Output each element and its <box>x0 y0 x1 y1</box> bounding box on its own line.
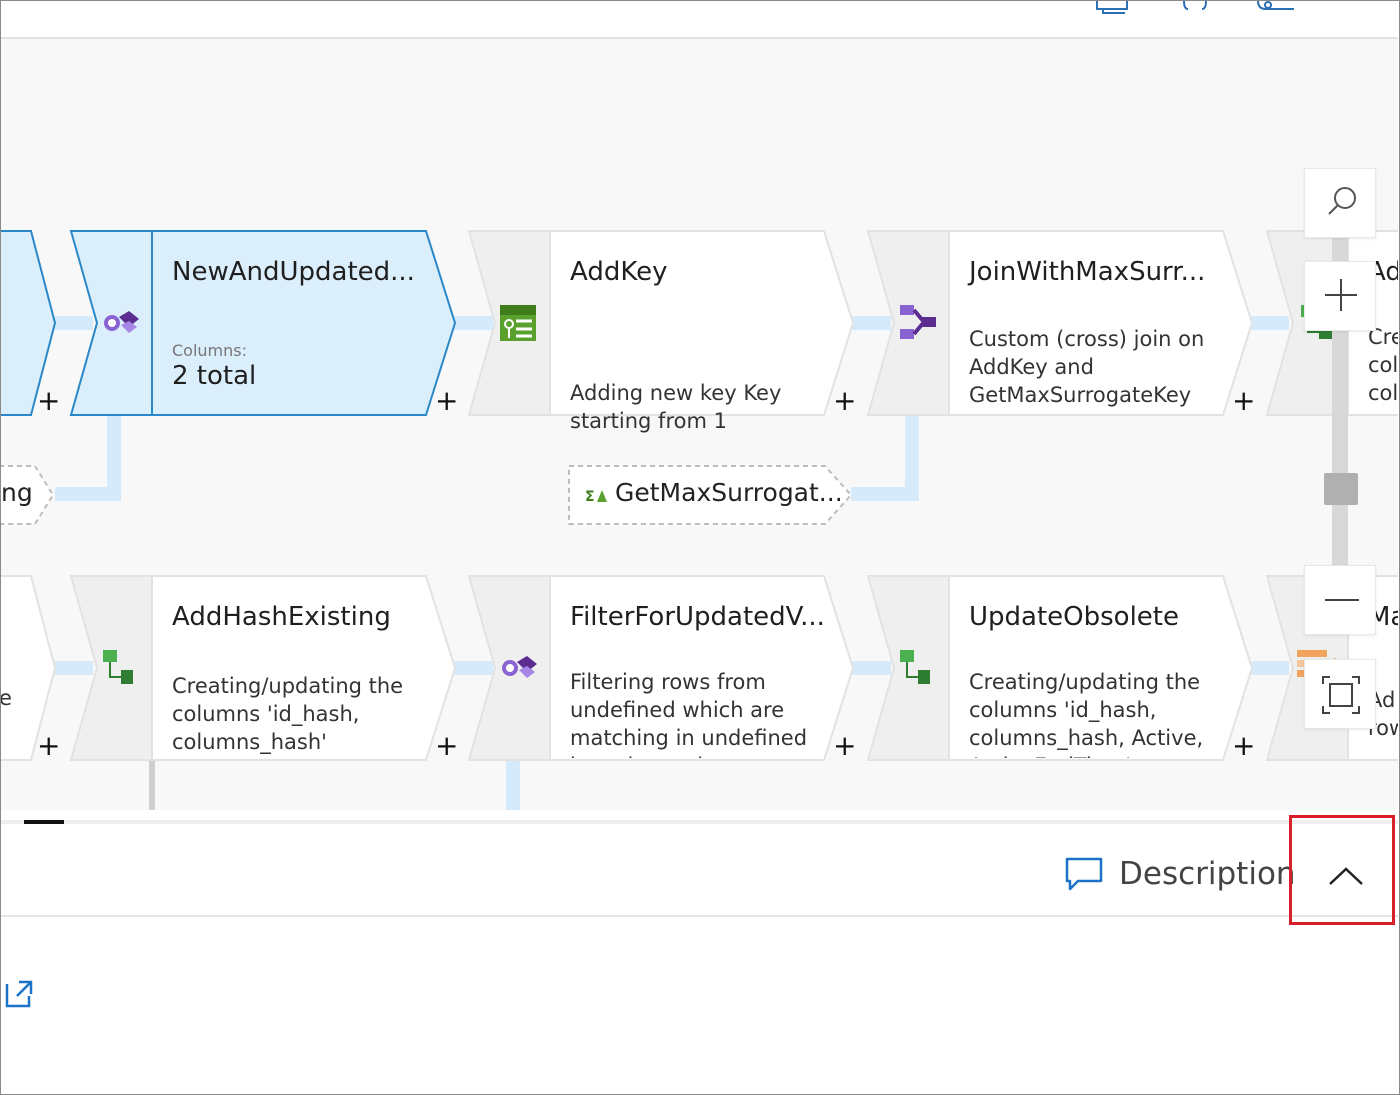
partial-node-left-r1[interactable]: + <box>1 230 61 417</box>
toolbar-icon-1[interactable] <box>1095 1 1129 15</box>
search-icon <box>1328 187 1356 215</box>
link-branch-left-v <box>107 415 121 501</box>
node-add-hash-existing[interactable]: AddHashExisting Creating/updating the co… <box>69 575 461 762</box>
add-step-plus[interactable]: + <box>833 384 857 417</box>
add-step-plus[interactable]: + <box>435 384 459 417</box>
node-description: Custom (cross) join on AddKey and GetMax… <box>969 327 1205 407</box>
add-step-plus[interactable]: + <box>435 729 459 762</box>
node-add-key[interactable]: AddKey Adding new key Key starting from … <box>467 230 859 433</box>
node-join-with-max-surr[interactable]: JoinWithMaxSurr... Custom (cross) join o… <box>866 230 1258 417</box>
filter-icon <box>104 311 139 333</box>
toolbar-icon-2[interactable] <box>1181 1 1209 13</box>
link-r1-b <box>453 316 493 330</box>
node-title: FilterForUpdatedV... <box>570 602 825 632</box>
add-step-plus[interactable]: + <box>37 384 61 417</box>
node-title: JoinWithMaxSurr... <box>969 257 1206 287</box>
link-r2-down <box>506 761 520 810</box>
node-new-and-updated[interactable]: NewAndUpdated... Columns: 2 total + <box>69 230 461 417</box>
fit-to-screen-button[interactable] <box>1304 659 1376 729</box>
toolbar-icon-3[interactable] <box>1256 1 1296 13</box>
node-title: UpdateObsolete <box>969 602 1179 632</box>
node-description: Cre col col M <box>1368 325 1398 405</box>
link-r2-d <box>1249 661 1289 675</box>
pill-label: GetMaxSurrogat... <box>615 478 843 507</box>
link-r1-c <box>851 316 891 330</box>
link-r2-c <box>851 661 891 675</box>
fit-to-screen-icon <box>1322 676 1360 714</box>
partial-source-pill-left[interactable]: ng <box>1 464 61 526</box>
bottom-panel <box>1 824 1398 1094</box>
zoom-slider-thumb[interactable] <box>1324 473 1358 505</box>
active-tab-indicator <box>24 820 64 824</box>
node-update-obsolete[interactable]: UpdateObsolete Creating/updating the col… <box>866 575 1258 762</box>
chevron-up-icon <box>1329 867 1363 885</box>
description-label: Description <box>1119 856 1296 892</box>
search-button[interactable] <box>1304 168 1376 238</box>
comment-icon <box>1065 857 1103 891</box>
columns-value: 2 total <box>172 361 257 391</box>
link-r2-gray-down <box>149 761 155 810</box>
bottom-panel-header-divider <box>1 915 1398 917</box>
link-r1-d <box>1249 316 1289 330</box>
top-toolbar <box>1 1 1398 39</box>
zoom-in-button[interactable] <box>1304 261 1376 331</box>
node-title: NewAndUpdated... <box>172 257 415 287</box>
pill-label: ng <box>1 478 33 507</box>
zoom-in-icon <box>1325 279 1357 311</box>
node-description: Creating/updating the columns 'id_hash, … <box>969 670 1204 758</box>
node-filter-for-updated[interactable]: FilterForUpdatedV... Filtering rows from… <box>467 575 859 762</box>
collapse-panel-button[interactable] <box>1289 815 1395 925</box>
link-branch-mid-h <box>851 487 919 501</box>
data-flow-canvas[interactable]: + NewAndUpdated... Columns: 2 total + Ad… <box>1 39 1398 810</box>
panel-divider[interactable] <box>1 820 1398 824</box>
svg-text:Σ: Σ <box>585 489 595 504</box>
aggregate-icon: Σ <box>585 489 607 504</box>
add-step-plus[interactable]: + <box>1232 729 1256 762</box>
link-branch-mid-v <box>905 415 919 501</box>
derived-column-icon <box>103 650 133 684</box>
node-description: Filtering rows from undefined which are … <box>570 670 808 758</box>
link-r2-a <box>53 661 93 675</box>
zoom-out-button[interactable] <box>1304 565 1376 635</box>
add-step-plus[interactable]: + <box>833 729 857 762</box>
link-branch-left-h <box>55 487 121 501</box>
node-description: Adding new key Key starting from 1 <box>570 381 782 433</box>
link-r1-a <box>53 316 93 330</box>
surrogate-key-icon <box>500 305 536 341</box>
link-r2-b <box>453 661 493 675</box>
node-title: AddHashExisting <box>172 602 391 632</box>
filter-icon <box>502 656 537 678</box>
join-icon <box>900 305 936 339</box>
node-title: AddKey <box>570 257 668 287</box>
open-external-icon[interactable] <box>3 978 35 1010</box>
partial-node-left-r2[interactable]: e + <box>1 575 61 762</box>
add-step-plus[interactable]: + <box>1232 384 1256 417</box>
derived-column-icon <box>900 650 930 684</box>
add-step-plus[interactable]: + <box>37 729 61 762</box>
pill-get-max-surrogate[interactable]: Σ GetMaxSurrogat... <box>567 464 857 526</box>
node-description: Creating/updating the columns 'id_hash, … <box>172 674 404 754</box>
zoom-out-icon <box>1325 599 1359 601</box>
columns-label: Columns: <box>172 341 247 360</box>
node-description: e <box>1 686 12 710</box>
